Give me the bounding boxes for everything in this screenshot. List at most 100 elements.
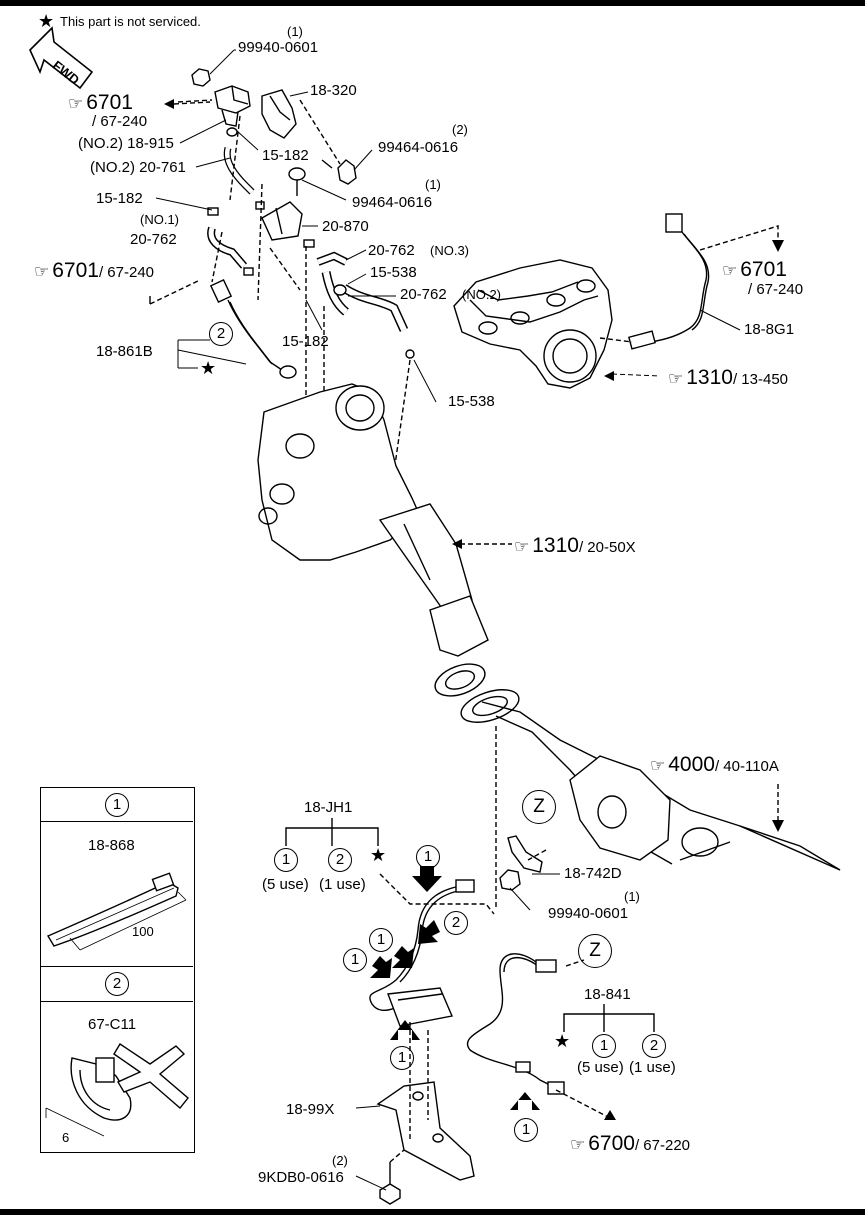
- label-99940-0601-top: 99940-0601: [238, 39, 319, 56]
- callout-1: 1: [343, 948, 367, 972]
- label-18-742d: 18-742D: [564, 865, 622, 882]
- callout-1: 1: [416, 845, 440, 869]
- callout-2: 2: [328, 848, 352, 872]
- bracket-18-742d: [499, 835, 547, 891]
- callout-2: 2: [642, 1034, 666, 1058]
- o2-sensor-18-861b: [149, 278, 297, 379]
- fwd-arrow: FWD: [29, 26, 94, 90]
- callout-z: Z: [578, 934, 612, 968]
- ref-number: 6700: [588, 1132, 635, 1155]
- ref-6701-right[interactable]: ☞6701: [722, 259, 787, 280]
- pointer-arrows: [370, 866, 540, 1110]
- label-18-320: 18-320: [310, 82, 357, 99]
- top-border: [0, 0, 865, 6]
- ref-6701-mid[interactable]: ☞6701/ 67-240: [34, 260, 154, 281]
- ref-number: 4000: [668, 753, 715, 776]
- ref-number: 6701: [52, 259, 99, 282]
- label-20-762-no1: 20-762: [130, 231, 177, 248]
- ref-arrowheads: [164, 99, 784, 1120]
- label-99464-0616-b: 99464-0616: [352, 194, 433, 211]
- callout-1: 1: [514, 1118, 538, 1142]
- label-18-jh1: 18-JH1: [304, 799, 353, 816]
- legend-part-18-868: 18-868: [88, 837, 135, 854]
- catalytic-converter: [257, 383, 512, 697]
- legend-dim-100: 100: [132, 924, 154, 939]
- ref-sub: / 40-110A: [714, 758, 779, 775]
- legend-art: [45, 872, 189, 1137]
- sensor-cluster: [177, 68, 415, 501]
- front-pipe: [460, 689, 841, 910]
- ref-4000-40-110a[interactable]: ☞4000/ 40-110A: [650, 754, 779, 775]
- label-18-841: 18-841: [584, 986, 631, 1003]
- hand-pointer-icon: ☞: [570, 1135, 586, 1154]
- star-icon: ★: [200, 358, 217, 378]
- ref-1310-20-50x[interactable]: ☞1310/ 20-50X: [514, 535, 636, 556]
- hand-pointer-icon: ☞: [514, 537, 530, 556]
- label-18-8g1: 18-8G1: [744, 321, 795, 338]
- label-99464-0616-a: 99464-0616: [378, 139, 459, 156]
- tag-no2: (NO.2): [462, 287, 501, 302]
- use-1-b: (1 use): [629, 1059, 676, 1076]
- label-9kdb0-0616: 9KDB0-0616: [258, 1169, 344, 1186]
- ref-sub: / 20-50X: [578, 539, 636, 556]
- ref-sub: / 13-450: [732, 371, 789, 388]
- legend-callout-1: 1: [105, 793, 129, 817]
- not-serviced-note: This part is not serviced.: [60, 14, 201, 29]
- callout-1: 1: [369, 928, 393, 952]
- label-15-182-b: 15-182: [96, 190, 143, 207]
- callout-z: Z: [522, 790, 556, 824]
- hand-pointer-icon: ☞: [34, 262, 50, 281]
- label-18-861b: 18-861B: [96, 343, 153, 360]
- hand-pointer-icon: ☞: [722, 261, 738, 280]
- ref-number: 1310: [686, 366, 733, 389]
- qty-99940-bottom: (1): [624, 889, 640, 904]
- ref-6700-67-220[interactable]: ☞6700/ 67-220: [570, 1133, 690, 1154]
- ref-sub-67-240-top: / 67-240: [92, 113, 148, 130]
- callout-2: 2: [209, 322, 233, 346]
- qty-99940-top: (1): [287, 24, 303, 39]
- leader-lines: [155, 49, 741, 1191]
- label-15-538-b: 15-538: [448, 393, 495, 410]
- ref-1310-13-450[interactable]: ☞1310/ 13-450: [668, 367, 788, 388]
- label-20-762-no2: 20-762: [400, 286, 447, 303]
- ref-number: 6701: [740, 258, 787, 281]
- legend-header-2: [40, 966, 193, 1002]
- label-15-538-a: 15-538: [370, 264, 417, 281]
- label-15-182-a: 15-182: [262, 147, 309, 164]
- star-icon: ★: [554, 1031, 571, 1051]
- label-18-915: (NO.2) 18-915: [78, 135, 174, 152]
- callout-1: 1: [592, 1034, 616, 1058]
- callout-1: 1: [274, 848, 298, 872]
- callout-1: 1: [390, 1046, 414, 1070]
- o2-sensor-18-8g1: [599, 213, 779, 350]
- star-icon: ★: [38, 11, 55, 31]
- legend-dim-6: 6: [62, 1130, 70, 1145]
- callout-2: 2: [444, 911, 468, 935]
- label-20-870: 20-870: [322, 218, 369, 235]
- label-20-762-no3: 20-762: [368, 242, 415, 259]
- use-1-a: (1 use): [319, 876, 366, 893]
- star-icon: ★: [370, 845, 387, 865]
- tag-no1: (NO.1): [140, 212, 179, 227]
- legend-part-67-c11: 67-C11: [88, 1016, 137, 1033]
- ref-number: 1310: [532, 534, 579, 557]
- label-20-761: (NO.2) 20-761: [90, 159, 186, 176]
- hand-pointer-icon: ☞: [68, 94, 84, 113]
- legend-panel: [40, 787, 195, 1153]
- use-5-b: (5 use): [577, 1059, 624, 1076]
- qty-9kdb0: (2): [332, 1153, 348, 1168]
- hand-pointer-icon: ☞: [668, 369, 684, 388]
- hand-pointer-icon: ☞: [650, 756, 666, 775]
- ref-sub-67-240-right: / 67-240: [748, 281, 804, 298]
- qty-99464-a: (2): [452, 122, 468, 137]
- exhaust-manifold: [453, 259, 613, 389]
- ref-sub: / 67-220: [634, 1137, 691, 1154]
- tag-no3: (NO.3): [430, 243, 469, 258]
- qty-99464-b: (1): [425, 177, 441, 192]
- ref-6701-top[interactable]: ☞6701: [68, 92, 133, 113]
- ref-number: 6701: [86, 91, 133, 114]
- lower-harness: [285, 818, 655, 1205]
- label-15-182-c: 15-182: [282, 333, 329, 350]
